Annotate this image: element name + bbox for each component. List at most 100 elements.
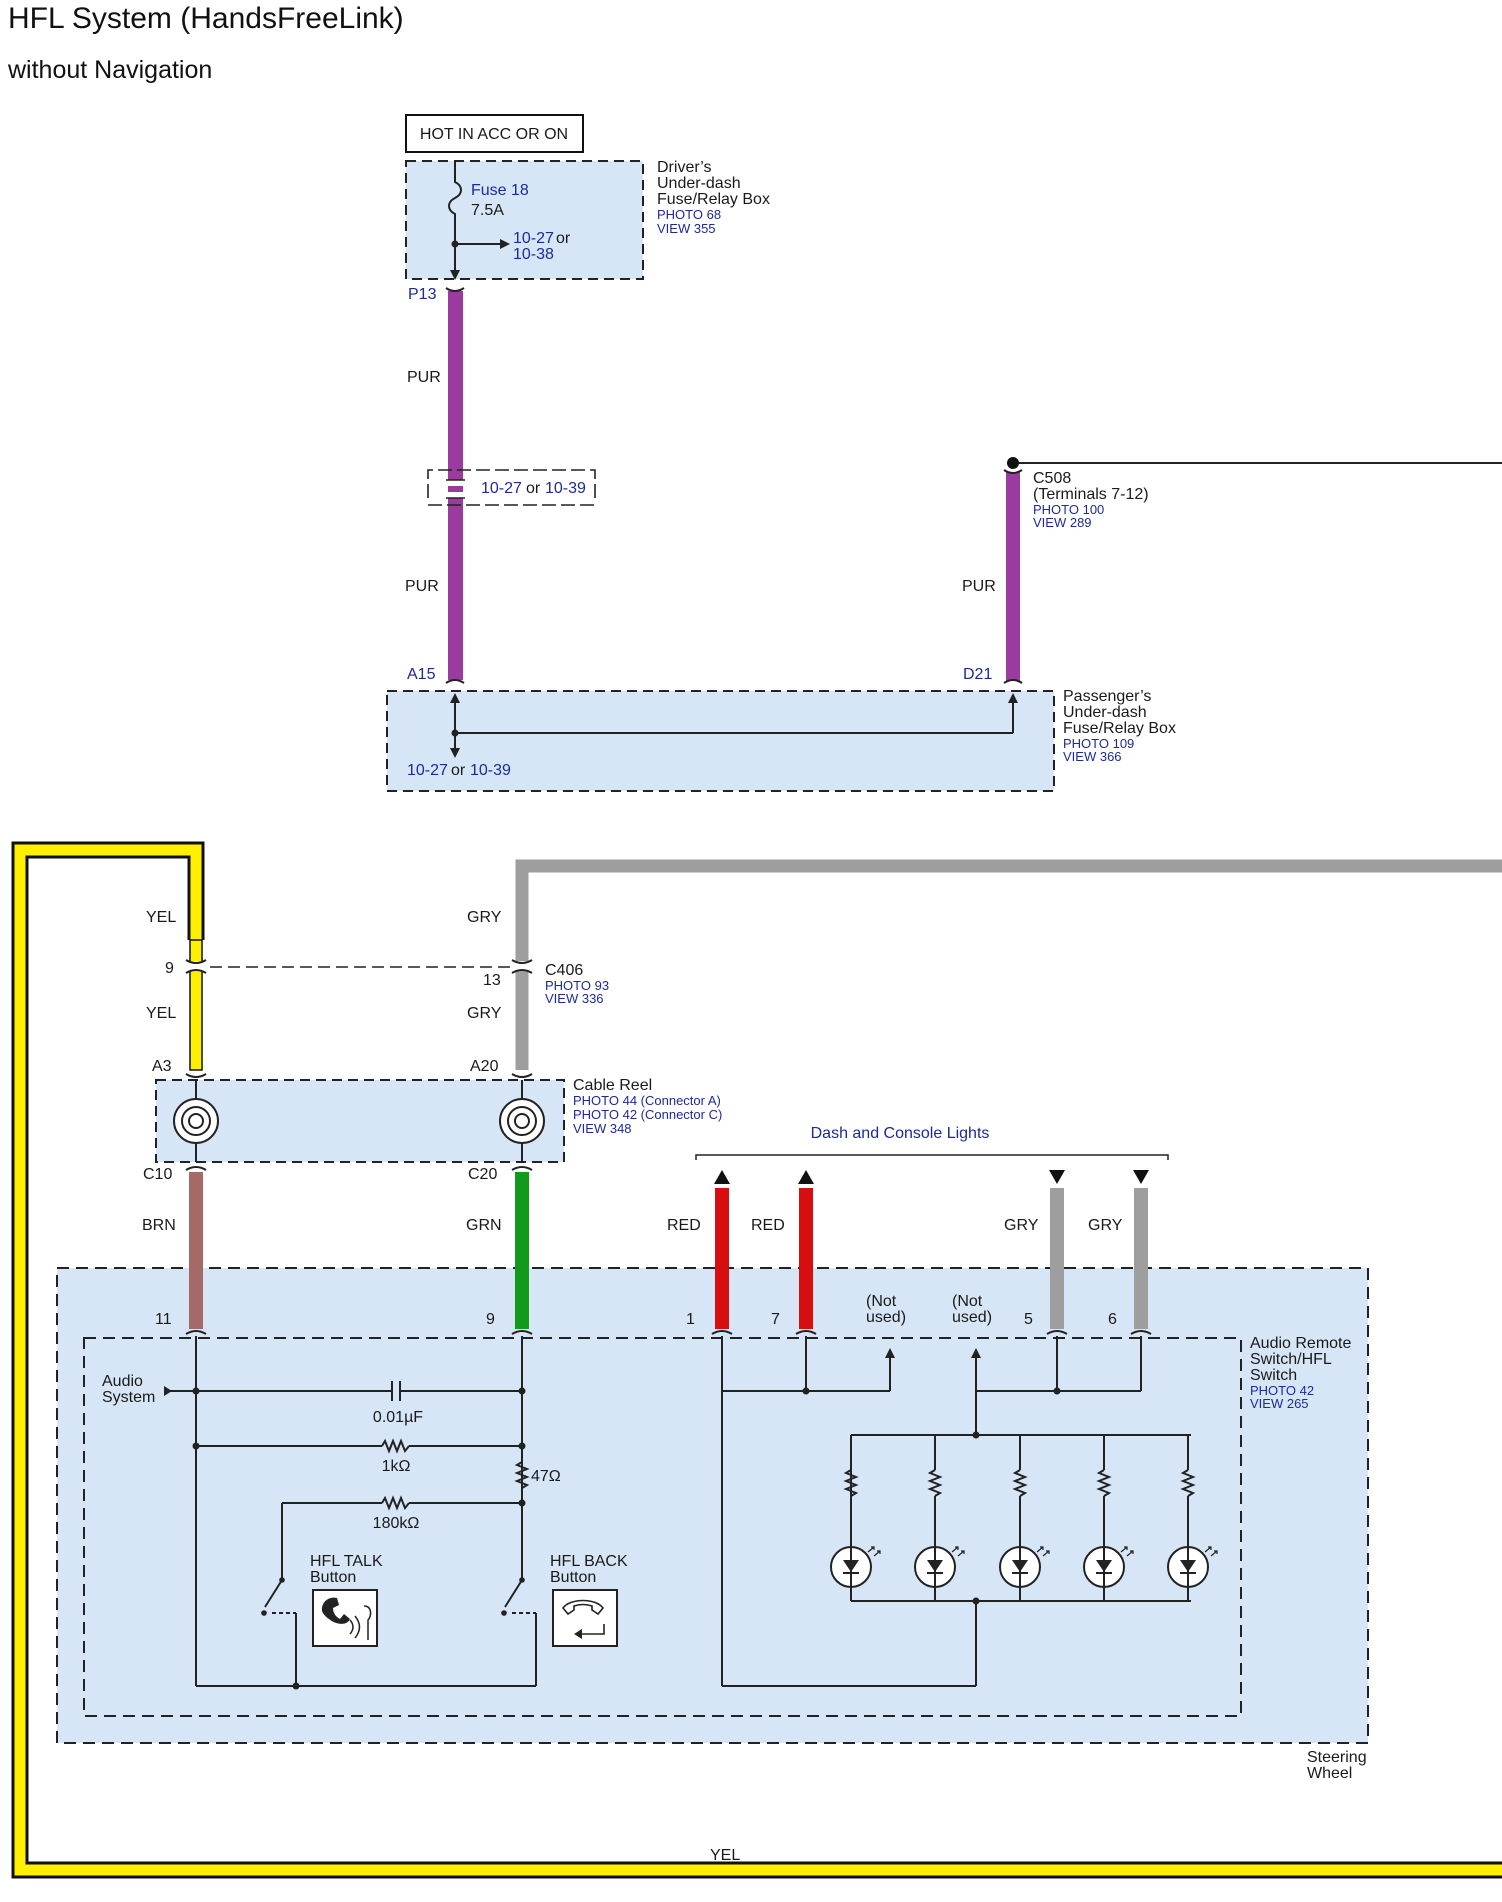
wire-label-brn: BRN xyxy=(142,1217,176,1234)
wire-red-1 xyxy=(715,1188,729,1329)
not-used-3: (Not xyxy=(866,1293,897,1310)
c508-view: VIEW 289 xyxy=(1033,515,1092,530)
led-branch xyxy=(1083,1435,1134,1601)
hfl-talk-button-icon xyxy=(312,1589,378,1647)
wire-label-red: RED xyxy=(667,1217,701,1234)
led-branch xyxy=(999,1435,1050,1601)
led-branch xyxy=(914,1435,965,1601)
pin-sw-11: 11 xyxy=(155,1311,172,1328)
cable-reel-box xyxy=(155,1079,565,1163)
fuse-ref-b: 10-38 xyxy=(513,246,554,263)
terminal-d21 xyxy=(1003,679,1023,684)
inline-ref-a: 10-27 xyxy=(481,480,522,497)
not-used-4: (Not xyxy=(952,1293,983,1310)
dash-lights-bracket xyxy=(695,1154,1169,1160)
steering-wheel-label: Wheel xyxy=(1307,1765,1352,1782)
driver-box-view: VIEW 355 xyxy=(657,221,716,236)
page-subtitle: without Navigation xyxy=(8,56,213,84)
wire-label-gry: GRY xyxy=(1088,1217,1123,1234)
not-used-3: used) xyxy=(866,1309,906,1326)
hfl-talk-label: HFL TALK xyxy=(310,1553,383,1570)
wire-pur-right xyxy=(1006,472,1020,681)
terminal-a15 xyxy=(445,679,465,684)
dash-lights-label: Dash and Console Lights xyxy=(811,1125,990,1142)
pin-a15: A15 xyxy=(407,666,436,683)
c406-view: VIEW 336 xyxy=(545,991,604,1006)
audio-switch-photo: PHOTO 42 xyxy=(1250,1383,1314,1398)
c508-photo: PHOTO 100 xyxy=(1033,502,1104,517)
inline-ref-or: or xyxy=(526,480,541,497)
hfl-back-label: Button xyxy=(550,1569,596,1586)
wire-label-grn: GRN xyxy=(466,1217,502,1234)
not-used-4: used) xyxy=(952,1309,992,1326)
audio-switch-name: Switch xyxy=(1250,1367,1297,1384)
pass-box-name: Passenger’s xyxy=(1063,688,1151,705)
cable-reel-view: VIEW 348 xyxy=(573,1121,632,1136)
wire-label-pur: PUR xyxy=(407,369,441,386)
driver-box-name: Under-dash xyxy=(657,175,741,192)
pin-p13: P13 xyxy=(408,286,437,303)
fuse-ref-a: 10-27 xyxy=(513,230,554,247)
driver-box-name: Driver’s xyxy=(657,159,712,176)
led-group xyxy=(830,1435,1218,1601)
pass-ref-a: 10-27 xyxy=(407,762,448,779)
fuse-rating: 7.5A xyxy=(471,202,504,219)
terminal-p13 xyxy=(445,287,465,292)
wire-gry-5 xyxy=(1050,1188,1064,1329)
hfl-talk-label: Button xyxy=(310,1569,356,1586)
audio-switch-view: VIEW 265 xyxy=(1250,1396,1309,1411)
reel-coil-left xyxy=(173,1098,219,1144)
power-label-box xyxy=(405,114,584,153)
audio-remote-switch-box xyxy=(83,1337,1242,1717)
resistor-47-value: 47Ω xyxy=(531,1468,561,1485)
pass-box-name: Fuse/Relay Box xyxy=(1063,720,1176,737)
fuse-ref-arrow xyxy=(500,239,510,249)
audio-system-label: System xyxy=(102,1389,155,1406)
audio-system-label: Audio xyxy=(102,1373,143,1390)
c406-name: C406 xyxy=(545,962,583,979)
wire-label-red: RED xyxy=(751,1217,785,1234)
pin-a3: A3 xyxy=(152,1058,172,1075)
led-branch xyxy=(1167,1435,1218,1601)
pin-c10: C10 xyxy=(143,1166,172,1183)
wire-yel-segment xyxy=(189,939,203,1071)
resistor-180k-value: 180kΩ xyxy=(373,1515,420,1532)
wire-red-7 xyxy=(799,1188,813,1329)
c508-name: C508 xyxy=(1033,470,1071,487)
reel-coil-right xyxy=(499,1098,545,1144)
wire-label-pur: PUR xyxy=(405,578,439,595)
wire-label-pur: PUR xyxy=(962,578,996,595)
cable-reel-name: Cable Reel xyxy=(573,1077,652,1094)
led-branch xyxy=(830,1435,881,1601)
fuse-down-arrow xyxy=(450,270,460,280)
cable-reel-photo-c: PHOTO 42 (Connector C) xyxy=(573,1107,722,1122)
inline-ref-b: 10-39 xyxy=(545,480,586,497)
pass-box-photo: PHOTO 109 xyxy=(1063,736,1134,751)
wire-brn xyxy=(189,1172,203,1329)
pass-ref-b: 10-39 xyxy=(470,762,511,779)
pin-sw-5: 5 xyxy=(1024,1311,1033,1328)
pin-c406-13: 13 xyxy=(483,972,501,989)
wire-grn xyxy=(515,1172,529,1329)
pin-sw-1: 1 xyxy=(686,1311,695,1328)
pin-a20: A20 xyxy=(470,1058,499,1075)
fuse-ref-or: or xyxy=(556,230,571,247)
wire-label-yel: YEL xyxy=(146,1005,176,1022)
c406-photo: PHOTO 93 xyxy=(545,978,609,993)
wire-gry-top xyxy=(515,859,1502,1070)
pass-box-view: VIEW 366 xyxy=(1063,749,1122,764)
pin-sw-7: 7 xyxy=(771,1311,780,1328)
c508-terms: (Terminals 7-12) xyxy=(1033,486,1149,503)
steering-wheel-label: Steering xyxy=(1307,1749,1367,1766)
driver-box-name: Fuse/Relay Box xyxy=(657,191,770,208)
wire-label-yel: YEL xyxy=(146,909,176,926)
pin-sw-9: 9 xyxy=(486,1311,495,1328)
inline-connector xyxy=(427,469,596,498)
pass-box-name: Under-dash xyxy=(1063,704,1147,721)
hfl-back-label: HFL BACK xyxy=(550,1553,628,1570)
wire-label-gry: GRY xyxy=(1004,1217,1039,1234)
driver-box-photo: PHOTO 68 xyxy=(657,207,721,222)
pin-sw-6: 6 xyxy=(1108,1311,1117,1328)
fuse-18-symbol xyxy=(448,161,462,274)
